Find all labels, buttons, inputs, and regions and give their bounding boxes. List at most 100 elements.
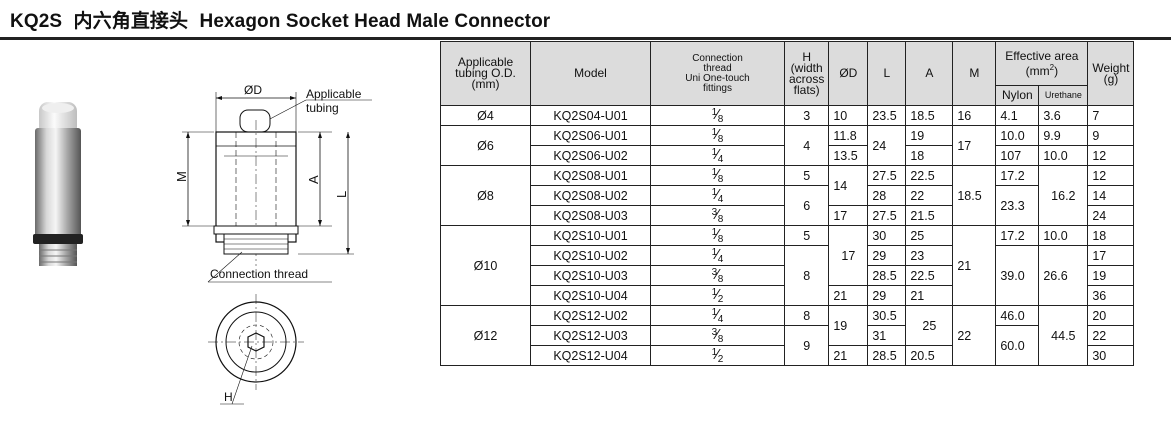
cell-l: 23.5: [867, 105, 907, 126]
cell-model: KQ2S08-U03: [530, 205, 651, 226]
cell-a: 19: [905, 125, 954, 146]
cell-h: 4: [783, 125, 830, 166]
cell-a: 18: [905, 145, 954, 166]
cell-urethane: 26.6: [1038, 245, 1089, 306]
cell-l: 29: [867, 245, 907, 266]
cell-thread: 1⁄4: [650, 245, 785, 266]
cell-l: 29: [867, 285, 907, 306]
header-a: A: [905, 41, 954, 106]
cell-l: 31: [867, 325, 907, 346]
cell-model: KQ2S10-U03: [530, 265, 651, 286]
cell-nylon: 39.0: [995, 245, 1040, 306]
product-photo: [33, 102, 83, 266]
cell-m: 16: [952, 105, 997, 126]
cell-l: 27.5: [867, 205, 907, 226]
header-model: Model: [530, 41, 651, 106]
cell-a: 21: [905, 285, 954, 306]
cell-l: 30: [867, 225, 907, 246]
page-title: KQ2S 内六角直接头 Hexagon Socket Head Male Con…: [10, 6, 550, 33]
cell-weight: 24: [1087, 205, 1135, 226]
cell-model: KQ2S12-U02: [530, 305, 651, 326]
cell-l: 24: [867, 125, 907, 166]
cell-nylon: 107: [995, 145, 1040, 166]
cell-a: 25: [905, 305, 954, 346]
header-urethane: Urethane: [1038, 85, 1089, 106]
cell-model: KQ2S06-U01: [530, 125, 651, 146]
cell-nylon: 60.0: [995, 325, 1040, 366]
cell-weight: 9: [1087, 125, 1135, 146]
cell-h: 8: [783, 245, 830, 306]
cell-m: 18.5: [952, 165, 997, 226]
cell-od: 21: [828, 285, 869, 306]
cell-weight: 17: [1087, 245, 1135, 266]
cell-h: 9: [783, 325, 830, 366]
cell-tubing-od: Ø6: [440, 125, 531, 166]
product-title-en: Hexagon Socket Head Male Connector: [199, 11, 551, 32]
cell-model: KQ2S06-U02: [530, 145, 651, 166]
cell-nylon: 23.3: [995, 185, 1040, 226]
drawing-dim-h: H: [224, 390, 233, 404]
header-l: L: [867, 41, 907, 106]
cell-l: 28.5: [867, 265, 907, 286]
cell-m: 22: [952, 305, 997, 366]
cell-thread: 1⁄8: [650, 125, 785, 146]
drawing-dim-a: A: [306, 175, 321, 184]
cell-a: 22.5: [905, 165, 954, 186]
dimension-drawing: ØD Applicable tubing M A L Connection th…: [174, 83, 372, 405]
cell-tubing-od: Ø8: [440, 165, 531, 226]
cell-tubing-od: Ø4: [440, 105, 531, 126]
cell-nylon: 4.1: [995, 105, 1040, 126]
cell-a: 20.5: [905, 345, 954, 366]
cell-l: 28.5: [867, 345, 907, 366]
cell-od: 17: [828, 205, 869, 226]
cell-urethane: 10.0: [1038, 145, 1089, 166]
header-m: M: [952, 41, 997, 106]
header-weight: Weight(g): [1087, 41, 1135, 106]
cell-urethane: 3.6: [1038, 105, 1089, 126]
cell-model: KQ2S12-U03: [530, 325, 651, 346]
cell-weight: 18: [1087, 225, 1135, 246]
cell-od: 19: [828, 305, 869, 346]
cell-a: 22.5: [905, 265, 954, 286]
cell-weight: 30: [1087, 345, 1135, 366]
cell-thread: 3⁄8: [650, 265, 785, 286]
cell-od: 13.5: [828, 145, 869, 166]
drawing-label-tubing-2: tubing: [306, 101, 339, 115]
cell-weight: 36: [1087, 285, 1135, 306]
cell-thread: 1⁄2: [650, 285, 785, 306]
cell-urethane: 10.0: [1038, 225, 1089, 246]
cell-urethane: 44.5: [1038, 305, 1089, 366]
cell-h: 5: [783, 225, 830, 246]
header-od: ØD: [828, 41, 869, 106]
cell-h: 8: [783, 305, 830, 326]
cell-model: KQ2S10-U02: [530, 245, 651, 266]
cell-a: 21.5: [905, 205, 954, 226]
cell-m: 17: [952, 125, 997, 166]
cell-model: KQ2S10-U04: [530, 285, 651, 306]
cell-h: 6: [783, 185, 830, 226]
header-effective-area: Effective area(mm2): [995, 41, 1089, 86]
cell-weight: 12: [1087, 145, 1135, 166]
cell-od: 17: [828, 225, 869, 286]
cell-urethane: 16.2: [1038, 165, 1089, 226]
cell-l: 28: [867, 185, 907, 206]
cell-thread: 1⁄8: [650, 165, 785, 186]
cell-od: 14: [828, 165, 869, 206]
cell-nylon: 46.0: [995, 305, 1040, 326]
cell-thread: 1⁄8: [650, 105, 785, 126]
cell-nylon: 17.2: [995, 165, 1040, 186]
cell-thread: 1⁄4: [650, 185, 785, 206]
drawing-label-thread: Connection thread: [210, 267, 308, 281]
cell-nylon: 17.2: [995, 225, 1040, 246]
cell-tubing-od: Ø10: [440, 225, 531, 306]
cell-model: KQ2S12-U04: [530, 345, 651, 366]
cell-thread: 3⁄8: [650, 205, 785, 226]
cell-h: 5: [783, 165, 830, 186]
drawing-dim-m: M: [174, 171, 189, 182]
cell-nylon: 10.0: [995, 125, 1040, 146]
cell-model: KQ2S08-U01: [530, 165, 651, 186]
